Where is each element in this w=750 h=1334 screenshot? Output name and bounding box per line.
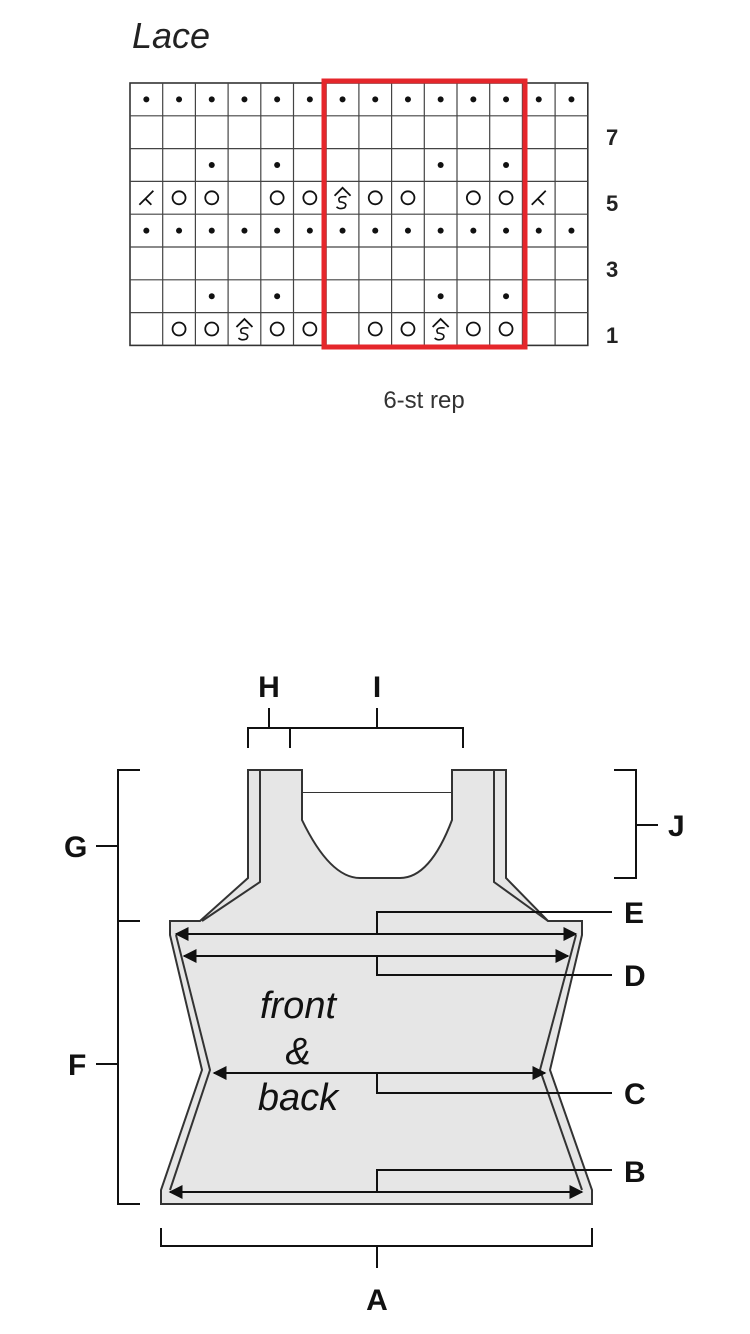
yarn-over-symbol bbox=[171, 321, 187, 337]
dim-label-i: I bbox=[373, 671, 381, 704]
repeat-label: 6-st rep bbox=[383, 387, 464, 414]
piece-label-amp: & bbox=[285, 1031, 310, 1073]
double-decrease-symbol bbox=[333, 186, 352, 210]
leader-d bbox=[376, 956, 612, 976]
piece-label-back: back bbox=[258, 1077, 340, 1119]
bracket-h bbox=[247, 708, 291, 748]
yarn-over-symbol bbox=[204, 190, 220, 206]
purl-dot-symbol bbox=[339, 227, 346, 234]
dim-label-g: G bbox=[64, 831, 87, 864]
s-mark bbox=[434, 327, 445, 341]
purl-dot-symbol bbox=[241, 96, 248, 103]
leader-e bbox=[376, 911, 612, 934]
purl-dot-symbol bbox=[306, 96, 313, 103]
row-number-5: 5 bbox=[606, 191, 618, 216]
dim-label-b: B bbox=[624, 1156, 646, 1189]
purl-dot-symbol bbox=[339, 96, 346, 103]
repeat-box bbox=[321, 78, 528, 350]
purl-dot-symbol bbox=[274, 293, 281, 300]
double-decrease-symbol bbox=[432, 317, 450, 341]
dim-label-e: E bbox=[624, 897, 644, 930]
purl-dot-symbol bbox=[535, 96, 542, 103]
purl-dot-symbol bbox=[274, 96, 281, 103]
purl-dot-symbol bbox=[437, 227, 444, 234]
purl-dot-symbol bbox=[503, 96, 510, 103]
purl-dot-symbol bbox=[143, 96, 150, 103]
decrease-symbol bbox=[138, 190, 154, 206]
yarn-over-symbol bbox=[269, 321, 285, 337]
double-decrease-symbol bbox=[235, 317, 254, 341]
purl-dot-symbol bbox=[568, 227, 575, 234]
purl-dot-symbol bbox=[404, 96, 411, 103]
purl-dot-symbol bbox=[470, 227, 477, 234]
yarn-over-symbol bbox=[204, 321, 220, 337]
yarn-over-symbol bbox=[400, 190, 416, 206]
lace-chart-grid bbox=[129, 82, 589, 347]
purl-dot-symbol bbox=[208, 293, 215, 300]
neckline bbox=[301, 793, 453, 879]
dim-label-d: D bbox=[624, 960, 646, 993]
purl-dot-symbol bbox=[274, 227, 281, 234]
row-number-7: 7 bbox=[606, 125, 618, 150]
yarn-over-symbol bbox=[465, 190, 481, 206]
purl-dot-symbol bbox=[503, 227, 510, 234]
purl-dot-symbol bbox=[535, 227, 542, 234]
bracket-j bbox=[614, 769, 658, 879]
dim-label-h: H bbox=[258, 671, 280, 704]
dim-label-f: F bbox=[68, 1049, 86, 1082]
yarn-over-symbol bbox=[302, 321, 318, 337]
yarn-over-symbol bbox=[498, 190, 514, 206]
chevron-up-mark bbox=[235, 317, 254, 328]
purl-dot-symbol bbox=[241, 227, 248, 234]
bracket-i bbox=[290, 708, 464, 748]
dim-label-a: A bbox=[366, 1284, 388, 1317]
yarn-over-symbol bbox=[400, 321, 416, 337]
chevron-up-mark bbox=[333, 186, 352, 197]
purl-dot-symbol bbox=[437, 162, 444, 168]
dim-label-c: C bbox=[624, 1078, 646, 1111]
purl-dot-symbol bbox=[404, 227, 411, 234]
yarn-over-symbol bbox=[269, 190, 285, 206]
yarn-over-symbol bbox=[498, 321, 514, 337]
purl-dot-symbol bbox=[372, 96, 379, 103]
edging-line bbox=[169, 770, 583, 1191]
front-back-schematic: A B C D E F G H I J front & back bbox=[64, 671, 685, 1317]
purl-dot-symbol bbox=[503, 162, 510, 168]
s-mark bbox=[237, 327, 249, 341]
purl-dot-symbol bbox=[143, 227, 150, 234]
purl-dot-symbol bbox=[208, 227, 215, 234]
purl-dot-symbol bbox=[437, 293, 444, 300]
purl-dot-symbol bbox=[437, 96, 444, 103]
purl-dot-symbol bbox=[274, 162, 281, 168]
purl-dot-symbol bbox=[208, 96, 215, 103]
yarn-over-symbol bbox=[465, 321, 481, 337]
bracket-g bbox=[96, 769, 140, 921]
row-number-1: 1 bbox=[606, 323, 618, 348]
row-number-3: 3 bbox=[606, 257, 618, 282]
yarn-over-symbol bbox=[171, 190, 187, 206]
piece-label-front: front bbox=[260, 985, 337, 1027]
leader-b bbox=[376, 1169, 612, 1192]
yarn-over-symbol bbox=[367, 321, 383, 337]
chart-title: Lace bbox=[132, 15, 210, 56]
yarn-over-symbol bbox=[302, 190, 318, 206]
yarn-over-symbol bbox=[367, 190, 383, 206]
purl-dot-symbol bbox=[306, 227, 313, 234]
bracket-f bbox=[96, 920, 140, 1205]
purl-dot-symbol bbox=[503, 293, 510, 300]
leader-c bbox=[376, 1073, 612, 1094]
purl-dot-symbol bbox=[176, 227, 183, 234]
chevron-up-mark bbox=[432, 317, 450, 328]
purl-dot-symbol bbox=[208, 162, 215, 168]
garment-outline bbox=[160, 769, 593, 1205]
purl-dot-symbol bbox=[176, 96, 183, 103]
purl-dot-symbol bbox=[372, 227, 379, 234]
decrease-symbol bbox=[531, 190, 547, 206]
purl-dot-symbol bbox=[568, 96, 575, 103]
bracket-a bbox=[160, 1228, 593, 1268]
s-mark bbox=[335, 195, 347, 210]
purl-dot-symbol bbox=[470, 96, 477, 103]
dim-label-j: J bbox=[668, 810, 685, 843]
